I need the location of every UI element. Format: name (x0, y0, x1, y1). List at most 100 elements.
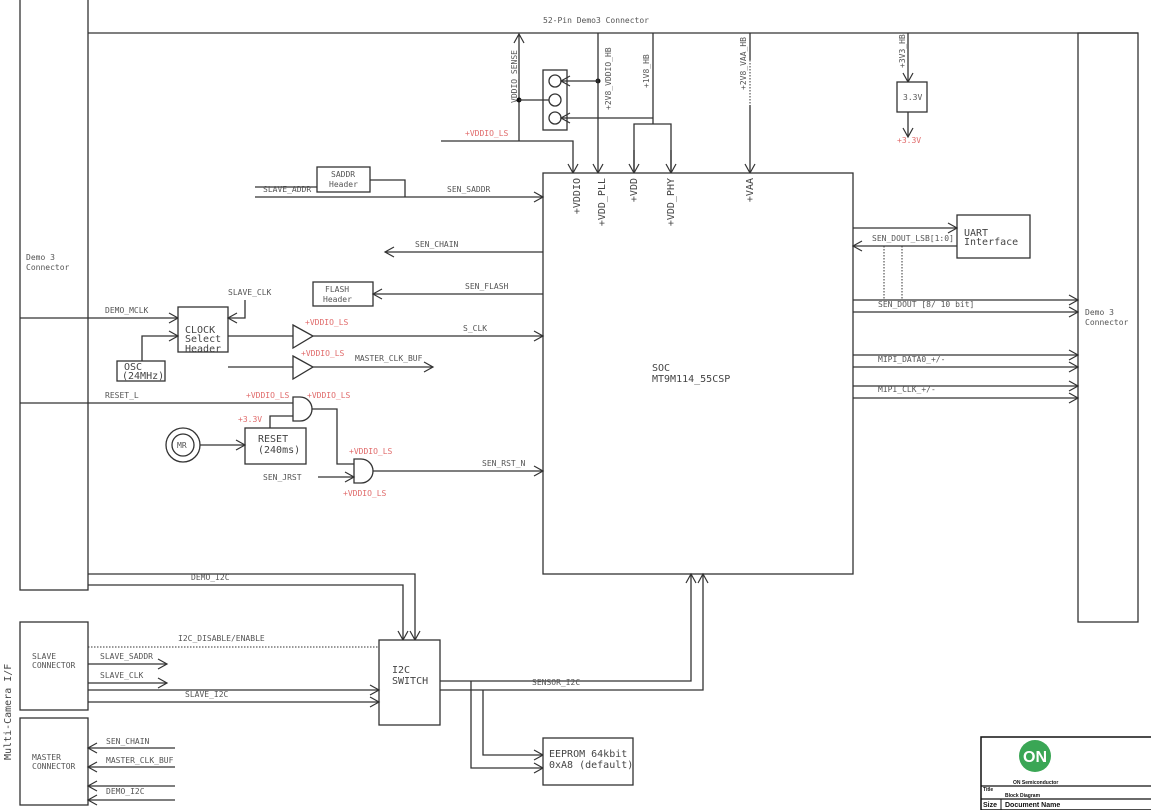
pin-vaa: +VAA (745, 178, 756, 202)
reset-label-2: (240ms) (258, 445, 300, 456)
eeprom-line-2 (470, 681, 545, 774)
master-clk-buffer (292, 354, 315, 381)
and1-vddio-ls-a: +VDDIO_LS (246, 391, 290, 400)
jumper-pin-1 (548, 74, 562, 88)
clock-label: CLOCK (185, 325, 215, 336)
demo-i2c-label: DEMO_I2C (191, 573, 230, 582)
mipi-clk-label: MIPI_CLK_+/- (878, 385, 936, 394)
reset-3v3-label: +3.3V (238, 415, 262, 424)
clock-select-header (177, 306, 229, 353)
left-demo3-connector (19, 0, 89, 591)
soc-part: MT9M114_55CSP (652, 374, 730, 385)
saddr-label: SADDR (331, 170, 355, 179)
pin-vddio: +VDDIO (572, 178, 583, 214)
pin-vdd: +VDD (629, 178, 640, 202)
sen-dout-lsb-label: SEN_DOUT_LSB[1:0] (872, 234, 954, 243)
master-clk-buf-label: MASTER_CLK_BUF (355, 354, 423, 363)
regulator-box (896, 81, 928, 113)
slave-conn-label-2: CONNECTOR (32, 661, 76, 670)
uart-interface (956, 214, 1031, 259)
1v8-split (633, 123, 672, 173)
on-logo (1019, 740, 1051, 772)
i2c-switch-label: I2C (392, 665, 410, 676)
sensor-i2c-line-2 (440, 572, 709, 691)
master-connector (19, 717, 89, 806)
reset-label: RESET (258, 434, 288, 445)
uart-label-2: Interface (964, 237, 1018, 248)
on-logo-text: ON (1023, 749, 1047, 766)
sen-saddr-label: SEN_SADDR (447, 185, 491, 194)
saddr-label-2: Header (329, 180, 358, 189)
m-master-clk-label: MASTER_CLK_BUF (106, 756, 174, 765)
sensor-i2c-line (440, 572, 697, 682)
sen-jrst-label: SEN_JRST (263, 473, 302, 482)
flash-label: FLASH (325, 285, 349, 294)
s-clk-buffer (292, 323, 315, 350)
soc-box (542, 172, 854, 575)
sen-chain-label: SEN_CHAIN (415, 240, 459, 249)
osc-box (116, 360, 166, 382)
reset-l-label: RESET_L (105, 391, 139, 400)
regulator-label: 3.3V (903, 93, 922, 102)
saddr-out (370, 179, 406, 197)
and1-vddio-ls-b: +VDDIO_LS (307, 391, 351, 400)
title-block (980, 736, 1151, 810)
left-connector-label-2: Connector (26, 263, 70, 272)
master-conn-label: MASTER (32, 753, 61, 762)
multi-camera-label: Multi-Camera I/F (3, 664, 14, 760)
right-connector-label: Demo 3 (1085, 308, 1114, 317)
and-gate-1 (292, 396, 313, 422)
vddio-sense-label: VDDIO_SENSE (510, 50, 519, 103)
demo-i2c-line-2 (88, 584, 409, 642)
doc-title: Block Diagram (1005, 793, 1041, 799)
title-label: Title (983, 787, 993, 793)
pin-vdd-phy: +VDD_PHY (666, 178, 677, 226)
left-connector-label: Demo 3 (26, 253, 55, 262)
header-title: 52-Pin Demo3 Connector (543, 16, 649, 25)
mr-label: MR (177, 441, 187, 450)
right-connector-label-2: Connector (1085, 318, 1129, 327)
and-gate-2 (353, 458, 374, 484)
right-demo3-connector (1077, 32, 1139, 623)
eeprom-line (482, 690, 545, 761)
flash-label-2: Header (323, 295, 352, 304)
m-sen-chain-label: SEN_CHAIN (106, 737, 150, 746)
s-clk-label: S_CLK (463, 324, 487, 333)
mipi-data-label: MIPI_DATA0_+/- (878, 355, 945, 364)
eeprom-box (542, 737, 634, 786)
clock-label-2: Select (185, 334, 221, 345)
gate1-out (312, 408, 354, 465)
vddio-ls-label: +VDDIO_LS (465, 129, 509, 138)
slave-clk-line (226, 300, 246, 324)
3v3-hb-label: +3V3_HB (898, 34, 907, 68)
slave-saddr-label: SLAVE_SADDR (100, 652, 153, 661)
slave-connector (19, 621, 89, 711)
osc-label-2: (24MHz) (122, 371, 164, 382)
saddr-header (316, 166, 371, 193)
eeprom-label: EEPROM 64kbit (549, 749, 627, 760)
doc-name-label: Document Name (1005, 802, 1060, 809)
reset-to-gate (269, 415, 293, 428)
sensor-i2c-label: SENSOR_I2C (532, 678, 580, 687)
i2c-switch-label-2: SWITCH (392, 676, 428, 687)
osc-line (141, 330, 180, 361)
reset-box (244, 427, 307, 465)
sen-flash-label: SEN_FLASH (465, 282, 509, 291)
buf2-vddio-ls: +VDDIO_LS (301, 349, 345, 358)
vaa-hb-label: +2V8_VAA_HB (739, 37, 748, 90)
eeprom-label-2: 0xA8 (default) (549, 760, 633, 771)
jumper-pin-3 (548, 111, 562, 125)
mr-button[interactable] (171, 433, 195, 457)
vddio-hb-label: +2V8_VDDIO_HB (604, 47, 613, 110)
sen-rst-n-label: SEN_RST_N (482, 459, 526, 468)
buf1-vddio-ls: +VDDIO_LS (305, 318, 349, 327)
uart-label: UART (964, 228, 988, 239)
3v3-out-label: +3.3V (897, 136, 921, 145)
and2-vddio-ls-a: +VDDIO_LS (349, 447, 393, 456)
jumper-pin-2 (548, 93, 562, 107)
sen-dout-label: SEN_DOUT [8/ 10 bit] (878, 300, 974, 309)
pin-vdd-pll: +VDD_PLL (597, 178, 608, 226)
m-demo-i2c-label: DEMO_I2C (106, 787, 145, 796)
slave-i2c-label: SLAVE_I2C (185, 690, 229, 699)
